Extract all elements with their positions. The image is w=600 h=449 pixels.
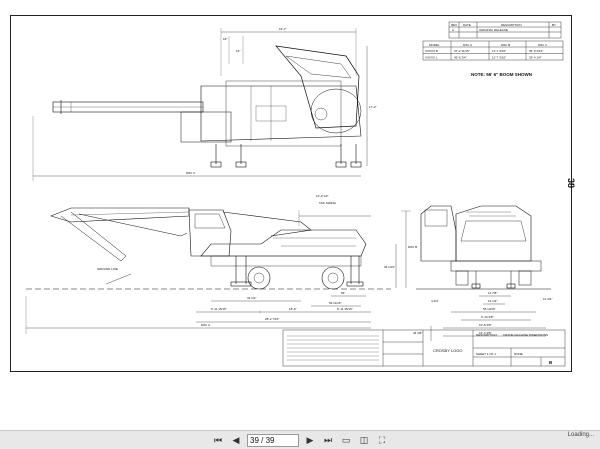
viewer-toolbar: ⏮ ◀ 39 / 39 ▶ ⏭ ▭ ◫ ⛶ [0, 430, 600, 449]
model-table [422, 40, 564, 61]
crane-dimension-drawing: 19'-7" 17'-2" DIM. C 18" 16" REV DATE DE… [25, 21, 566, 367]
side-dim-7: 28'-2 7/16" [265, 317, 279, 321]
model-row-2-dim-c: 33'-4 1/4" [529, 56, 542, 60]
front-dim-c: 12 7/8" [488, 291, 497, 295]
model-row-1-dim-b: 11'-7 3/16" [492, 49, 506, 53]
date-header: DATE [463, 23, 471, 27]
rev-description: ORIGINAL RELEASE [479, 28, 508, 32]
title-block [282, 329, 566, 367]
top-view [32, 28, 368, 181]
title-block-rev: B [549, 360, 553, 365]
front-dim-f: 6'-10 3/8" [481, 315, 494, 319]
single-page-icon[interactable]: ▭ [341, 434, 351, 445]
description-header: DESCRIPTION [501, 23, 522, 27]
title-block-sheet: SHEET 1 OF 1 [476, 352, 496, 356]
model-row-1-dim-c: 35'-0 3/16" [529, 49, 543, 53]
dim-b-header: DIM. B [501, 43, 510, 47]
front-dim-h: 10'-4 3/8" [479, 331, 492, 335]
side-dim-3: 59 11/16" [329, 301, 342, 305]
front-view [416, 205, 551, 341]
front-dim-i: 46 3/8" [413, 331, 422, 335]
title-block-logo: CROSBY LOGO [433, 348, 463, 353]
rev-value: A [452, 28, 454, 32]
dim-a-header: DIM. A [463, 43, 472, 47]
title-block-description: CRANE MACHINE DIMENSIONS [503, 333, 548, 337]
top-height-dim: 17'-2" [369, 105, 377, 109]
title-block-description-label: DESCRIPTION: [476, 333, 498, 337]
side-dim-1: 34 1/4" [247, 296, 256, 300]
rev-header: REV [451, 23, 457, 27]
top-small-dim-2: 16" [236, 49, 240, 53]
front-dim-d: 19 1/2" [488, 299, 497, 303]
side-dim-b: DIM. B [408, 245, 417, 249]
front-dim-e: 55 13/16" [483, 307, 496, 311]
side-dim-6: 5'-11 15/16" [337, 307, 353, 311]
loading-status: Loading... [567, 432, 594, 438]
side-dim-5: 18'-6" [289, 307, 297, 311]
next-page-icon[interactable]: ▶ [306, 434, 314, 445]
fullscreen-icon[interactable]: ⛶ [378, 434, 386, 445]
page-number: 38 [566, 178, 576, 189]
tail-swing-label: TAIL SWING [319, 201, 337, 205]
ground-line-label: GROUND LINE [97, 267, 118, 271]
model-row-2-dim-b: 11'-7 3/16" [492, 56, 506, 60]
side-dim-8: 36 1/16" [384, 265, 395, 269]
side-dim-2: 52" [341, 291, 345, 295]
drawing-sheet: 19'-7" 17'-2" DIM. C 18" 16" REV DATE DE… [10, 15, 572, 372]
side-dim-a: DIM. A [201, 323, 210, 327]
revision-table [448, 21, 562, 39]
dim-c-header: DIM. C [538, 43, 548, 47]
front-dim-a: 4 3/4" [431, 299, 439, 303]
two-page-icon[interactable]: ◫ [359, 434, 369, 445]
model-row-2-dim-a: 45'-6 3/4" [454, 56, 467, 60]
tail-radius-dim: 10'-9 1/2" [316, 194, 329, 198]
model-row-1-dim-a: 47'-2 11/16" [454, 49, 470, 53]
document-viewer: 19'-7" 17'-2" DIM. C 18" 16" REV DATE DE… [0, 0, 600, 430]
top-width-dim: 19'-7" [279, 27, 287, 31]
top-small-dim-1: 18" [223, 37, 227, 41]
title-block-scale: NONE [514, 352, 523, 356]
by-header: BY [552, 23, 556, 27]
page-number-input[interactable]: 39 / 39 [247, 433, 299, 447]
boom-note: NOTE: 56' 6" BOOM SHOWN [471, 72, 532, 77]
model-header: MODEL [429, 43, 440, 47]
model-row-2-name: XXXXX L [425, 56, 438, 60]
last-page-icon[interactable]: ⏭ [323, 434, 333, 445]
side-dim-4: 5'-11 15/16" [211, 307, 227, 311]
model-row-1-name: XXXXX B [425, 49, 438, 53]
first-page-icon[interactable]: ⏮ [213, 434, 223, 445]
side-view [25, 207, 411, 334]
front-dim-b: 12 3/4" [543, 297, 552, 301]
prev-page-icon[interactable]: ◀ [232, 434, 240, 445]
top-dim-c: DIM. C [186, 171, 196, 175]
front-dim-g: 10'-8 3/8" [479, 323, 492, 327]
